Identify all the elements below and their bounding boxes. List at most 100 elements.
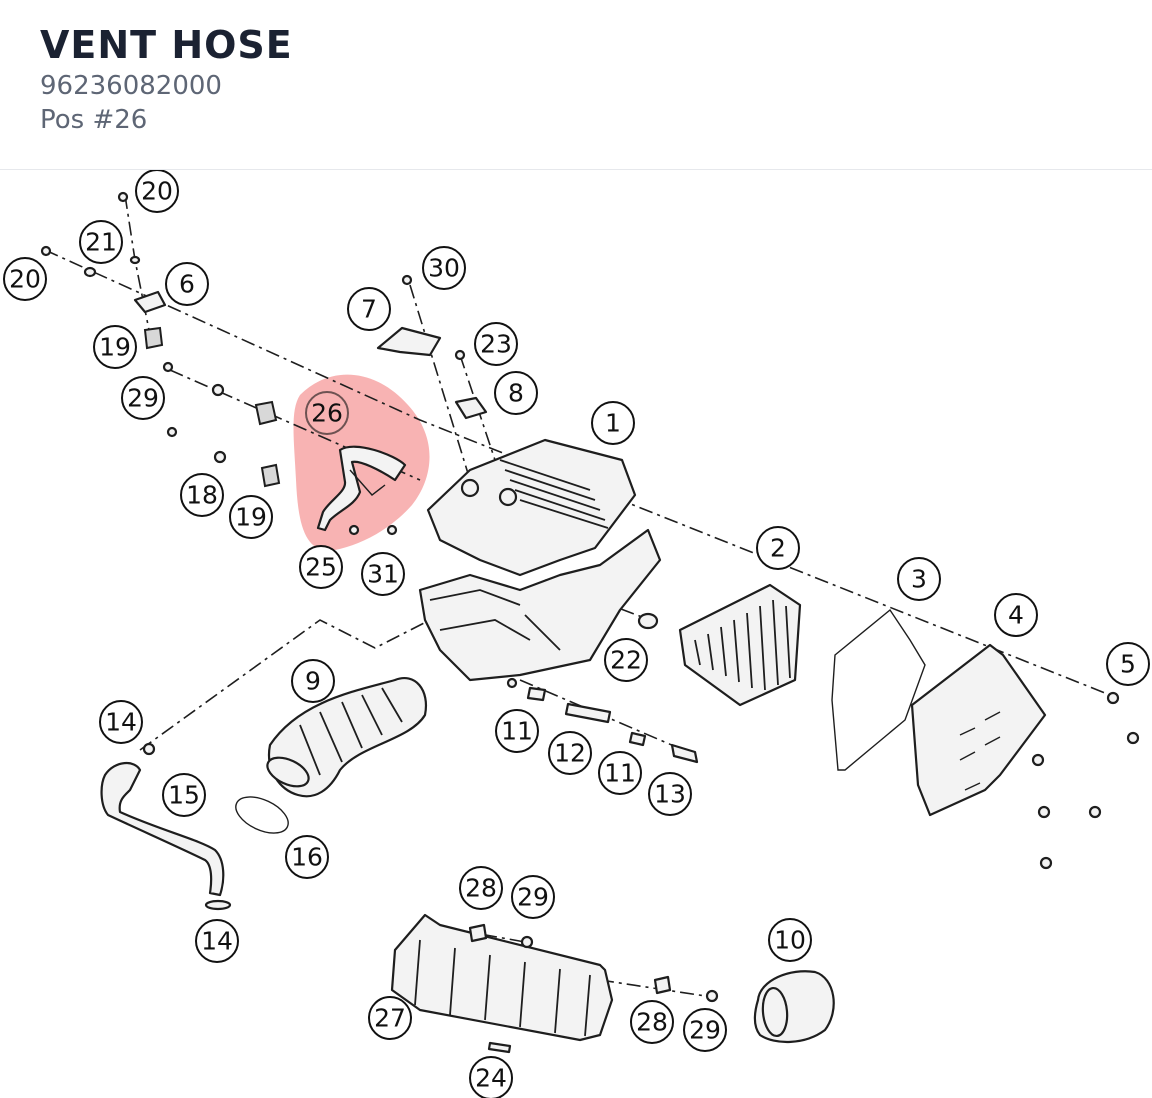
callout-14[interactable]: 14: [99, 700, 143, 744]
callout-30[interactable]: 30: [422, 246, 466, 290]
callout-28[interactable]: 28: [630, 1000, 674, 1044]
part-number: 96236082000: [40, 71, 222, 101]
screw: [166, 426, 178, 438]
callout-22[interactable]: 22: [604, 638, 648, 682]
svg-text:24: 24: [475, 1064, 507, 1093]
boot-ribs: [299, 687, 403, 776]
callout-24[interactable]: 24: [469, 1056, 513, 1098]
boot-opening: [266, 756, 310, 788]
svg-text:26: 26: [311, 399, 343, 428]
callout-23[interactable]: 23: [474, 322, 518, 366]
callout-25[interactable]: 25: [299, 545, 343, 589]
svg-text:14: 14: [201, 927, 233, 956]
screw: [40, 245, 52, 257]
callout-13[interactable]: 13: [648, 772, 692, 816]
callout-12[interactable]: 12: [548, 731, 592, 775]
leader-line: [519, 679, 696, 756]
callout-6[interactable]: 6: [165, 262, 209, 306]
callout-3[interactable]: 3: [897, 557, 941, 601]
callout-27[interactable]: 27: [368, 996, 412, 1040]
washer: [211, 383, 225, 397]
svg-text:4: 4: [1008, 601, 1024, 630]
svg-text:11: 11: [604, 759, 636, 788]
rubber-bushing: [143, 326, 164, 350]
bolt: [670, 743, 699, 764]
svg-text:19: 19: [235, 503, 267, 532]
svg-text:22: 22: [610, 646, 642, 675]
leader-line: [139, 619, 431, 751]
callout-1[interactable]: 1: [591, 401, 635, 445]
svg-text:5: 5: [1120, 650, 1136, 679]
callout-29[interactable]: 29: [121, 376, 165, 420]
svg-text:8: 8: [508, 379, 524, 408]
hose-clamp: [235, 796, 289, 834]
sensor-bracket: [376, 326, 442, 357]
bracket: [133, 290, 167, 314]
airbox-lower: [418, 528, 662, 682]
duct-ribs: [414, 939, 591, 1037]
boot-opening: [761, 986, 789, 1038]
callout-29[interactable]: 29: [683, 1008, 727, 1052]
washer: [129, 255, 141, 265]
svg-text:31: 31: [367, 560, 399, 589]
callout-19[interactable]: 19: [229, 495, 273, 539]
svg-text:10: 10: [774, 926, 806, 955]
callout-2[interactable]: 2: [756, 526, 800, 570]
housing-port: [498, 487, 518, 507]
screw: [1039, 856, 1053, 870]
callout-7[interactable]: 7: [347, 287, 391, 331]
svg-text:23: 23: [480, 330, 512, 359]
callout-16[interactable]: 16: [285, 835, 329, 879]
gasket: [831, 608, 926, 771]
air-filter-element: [678, 583, 802, 707]
callout-15[interactable]: 15: [162, 773, 206, 817]
clip: [468, 923, 488, 943]
clip: [204, 899, 232, 911]
hose-clamp: [348, 524, 360, 536]
svg-text:18: 18: [186, 481, 218, 510]
svg-text:2: 2: [770, 534, 786, 563]
screw: [454, 349, 466, 361]
screw: [401, 274, 413, 286]
callout-19[interactable]: 19: [93, 325, 137, 369]
callout-14[interactable]: 14: [195, 919, 239, 963]
part-position: Pos #26: [40, 105, 148, 135]
callout-29[interactable]: 29: [511, 875, 555, 919]
callout-11[interactable]: 11: [598, 751, 642, 795]
callout-26[interactable]: 26: [305, 391, 349, 435]
callout-9[interactable]: 9: [291, 659, 335, 703]
screw: [1106, 691, 1120, 705]
callout-31[interactable]: 31: [361, 552, 405, 596]
hose-clamp: [386, 524, 398, 536]
screw: [162, 361, 174, 373]
svg-text:12: 12: [554, 739, 586, 768]
washer: [213, 450, 227, 464]
clip-bracket: [454, 396, 488, 420]
svg-text:14: 14: [105, 708, 137, 737]
callout-18[interactable]: 18: [180, 473, 224, 517]
svg-text:1: 1: [605, 409, 621, 438]
callout-21[interactable]: 21: [79, 220, 123, 264]
svg-text:13: 13: [654, 780, 686, 809]
clip: [487, 1041, 512, 1054]
callout-10[interactable]: 10: [768, 918, 812, 962]
callout-5[interactable]: 5: [1106, 642, 1150, 686]
svg-text:29: 29: [517, 883, 549, 912]
leader-line: [409, 284, 471, 481]
clip: [506, 677, 518, 689]
callout-8[interactable]: 8: [494, 371, 538, 415]
callout-11[interactable]: 11: [495, 709, 539, 753]
svg-text:19: 19: [99, 333, 131, 362]
screw: [117, 191, 129, 203]
washer: [83, 266, 97, 278]
spacer-tube: [564, 702, 612, 724]
callout-20[interactable]: 20: [3, 257, 47, 301]
filter-pleats: [694, 599, 791, 691]
grommet: [637, 612, 659, 630]
callout-4[interactable]: 4: [994, 593, 1038, 637]
callout-20[interactable]: 20: [135, 170, 179, 213]
callout-28[interactable]: 28: [459, 866, 503, 910]
svg-text:30: 30: [428, 254, 460, 283]
housing-rib: [429, 589, 561, 651]
clip: [653, 975, 672, 995]
